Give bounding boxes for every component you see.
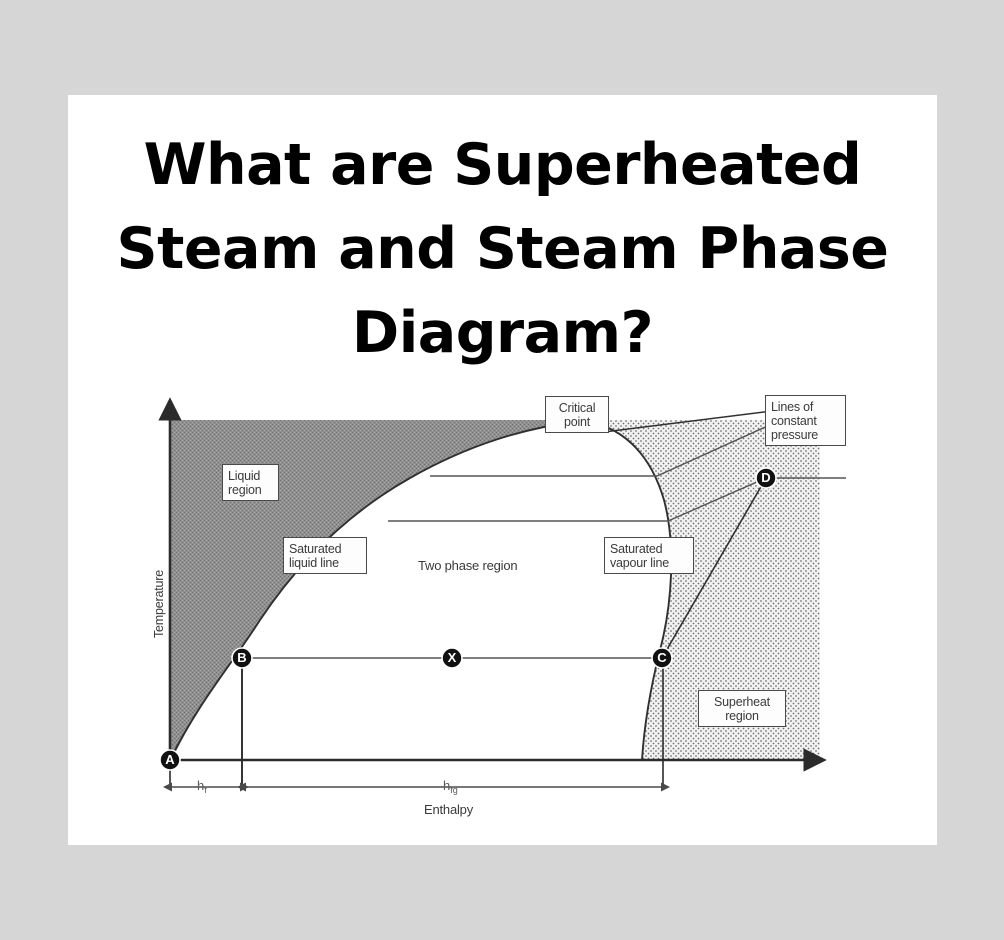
page-title: What are Superheated Steam and Steam Pha… [116,132,889,366]
content-card: What are Superheated Steam and Steam Pha… [68,95,937,845]
